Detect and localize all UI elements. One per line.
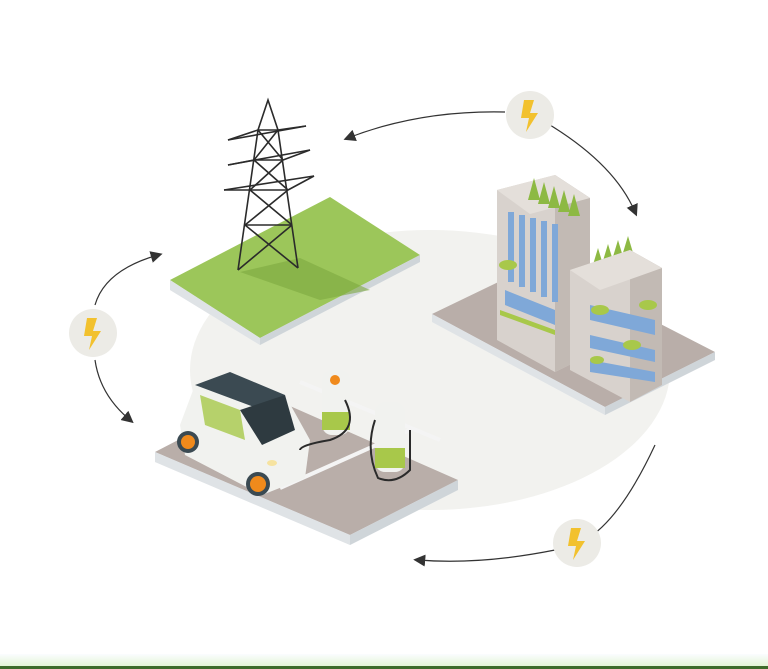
arrow-ev-to-badge: [94, 359, 134, 424]
power-tower-tile: [170, 197, 420, 345]
electric-car: [177, 372, 310, 496]
energy-badge-top: [506, 91, 554, 139]
charging-station-1: [299, 370, 351, 451]
office-building-short: [499, 250, 662, 402]
charging-station-2: [369, 402, 411, 482]
bottom-glow: [0, 654, 768, 666]
bottom-border: [0, 666, 768, 669]
lightning-bolt-icon: [568, 528, 585, 560]
arrow-tower-to-buildings: [343, 111, 506, 141]
flow-arrows: [94, 111, 656, 567]
lightning-bolt-icon: [84, 318, 101, 350]
arrow-badge-to-ev: [413, 549, 556, 567]
energy-badge-bottom: [553, 519, 601, 567]
arrow-badge-to-tower: [94, 251, 163, 306]
office-building-tall: [497, 175, 590, 372]
arrow-badge-to-buildings: [549, 124, 638, 217]
lightning-bolt-icon: [521, 100, 538, 132]
power-tower-icon: [223, 97, 315, 271]
energy-badge-left: [69, 309, 117, 357]
